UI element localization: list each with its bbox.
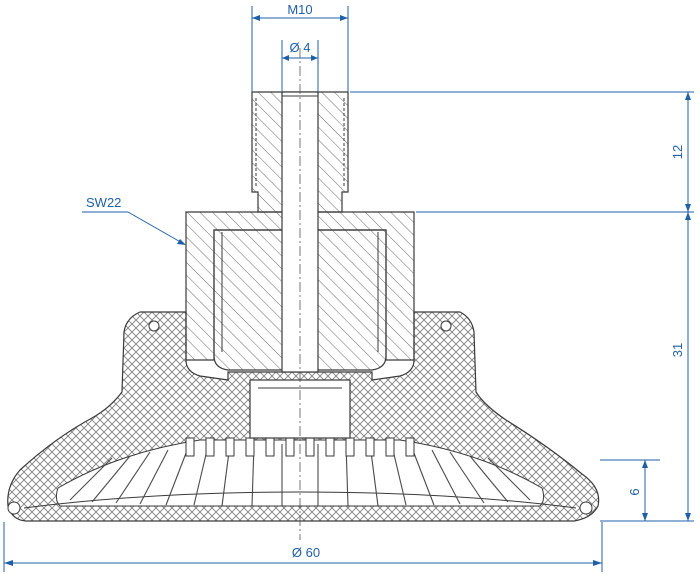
dimension-bore: Ø 4 — [281, 40, 319, 92]
height-thread-label: 12 — [670, 145, 685, 159]
dimension-wrench: SW22 — [82, 195, 186, 245]
height-lip-label: 6 — [627, 488, 642, 495]
height-body-label: 31 — [670, 343, 685, 357]
dimension-heights: 12 31 6 — [350, 91, 694, 522]
dimension-diameter: Ø 60 — [3, 522, 603, 572]
bore-label: Ø 4 — [290, 40, 311, 55]
thread-label: M10 — [287, 2, 312, 17]
wrench-label: SW22 — [86, 195, 121, 210]
diameter-label: Ø 60 — [292, 545, 320, 560]
dimension-thread: M10 — [251, 2, 349, 92]
